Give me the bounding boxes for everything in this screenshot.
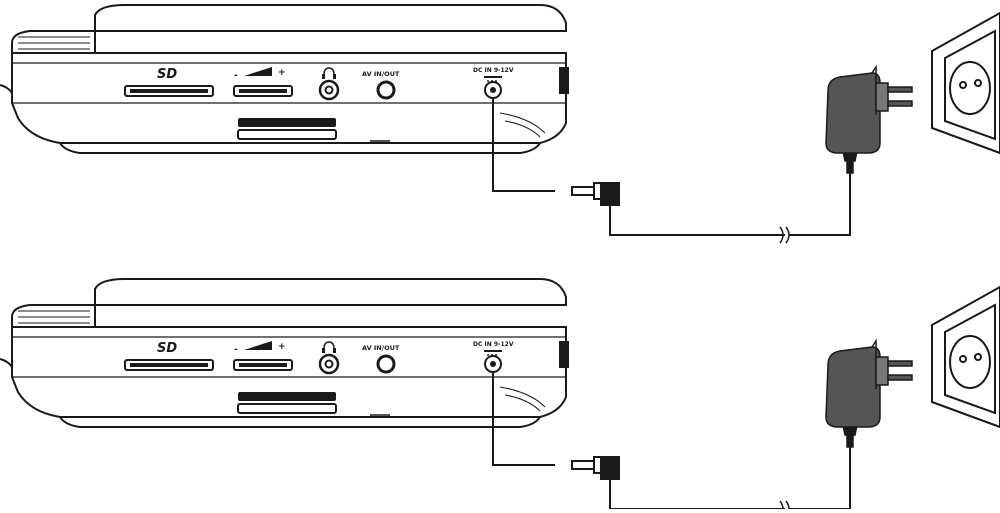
dc-in-label: DC IN 9-12V — [473, 341, 514, 348]
av-in-out-label: AV IN/OUT — [362, 70, 400, 78]
sd-logo: SD — [157, 67, 177, 82]
connection-panel-2: SD - + AV IN/OUT DC IN 9-12V — [0, 277, 1000, 513]
dc-in-label: DC IN 9-12V — [473, 67, 514, 74]
volume-plus-label: + — [278, 68, 286, 78]
volume-minus-label: - — [234, 71, 238, 81]
volume-plus-label: + — [278, 342, 286, 352]
sd-logo: SD — [157, 341, 177, 356]
volume-minus-label: - — [234, 345, 238, 355]
connection-panel-1: SD - + AV IN/OUT DC IN 9-12V — [0, 3, 1000, 245]
av-in-out-label: AV IN/OUT — [362, 344, 400, 352]
